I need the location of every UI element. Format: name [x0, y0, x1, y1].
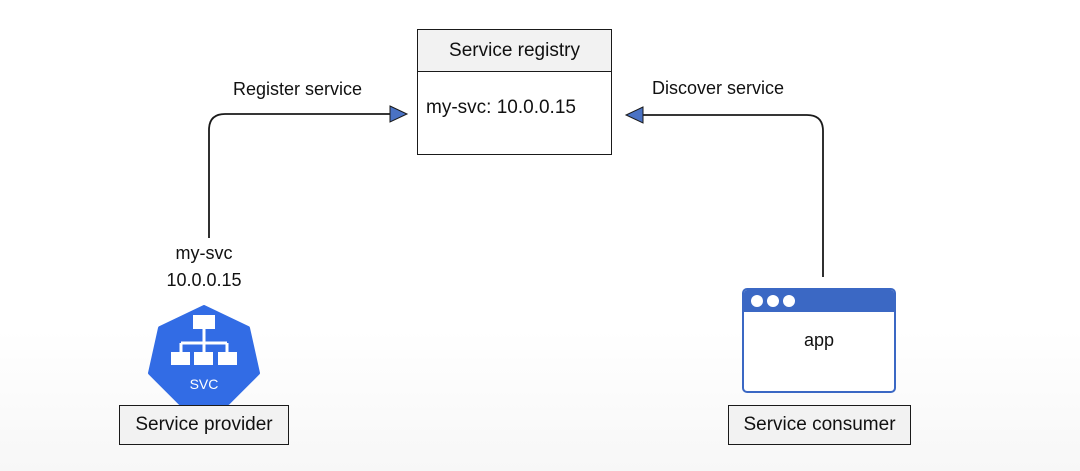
service-provider-caption: Service provider	[119, 405, 289, 445]
discover-connector	[643, 114, 824, 277]
register-connector	[208, 113, 390, 238]
provider-address-block: my-svc 10.0.0.15	[140, 240, 268, 294]
window-dot-icon	[751, 295, 763, 307]
window-dot-icon	[767, 295, 779, 307]
registry-title: Service registry	[418, 30, 611, 72]
registry-entry: my-svc: 10.0.0.15	[426, 97, 576, 118]
app-label: app	[803, 330, 835, 350]
kubernetes-service-icon: SVC	[148, 305, 260, 405]
provider-ip-address: 10.0.0.15	[166, 270, 242, 290]
discover-arrowhead	[624, 106, 644, 124]
discover-service-label: Discover service	[652, 78, 785, 98]
app-titlebar	[744, 290, 894, 312]
window-dot-icon	[783, 295, 795, 307]
provider-service-name: my-svc	[175, 243, 233, 263]
register-arrowhead	[389, 105, 409, 123]
browser-window-icon: app	[742, 288, 896, 393]
service-registry-box: Service registry my-svc: 10.0.0.15	[417, 29, 612, 155]
service-consumer-caption: Service consumer	[728, 405, 911, 445]
register-service-label: Register service	[233, 79, 363, 99]
svc-icon-label: SVC	[190, 376, 219, 392]
